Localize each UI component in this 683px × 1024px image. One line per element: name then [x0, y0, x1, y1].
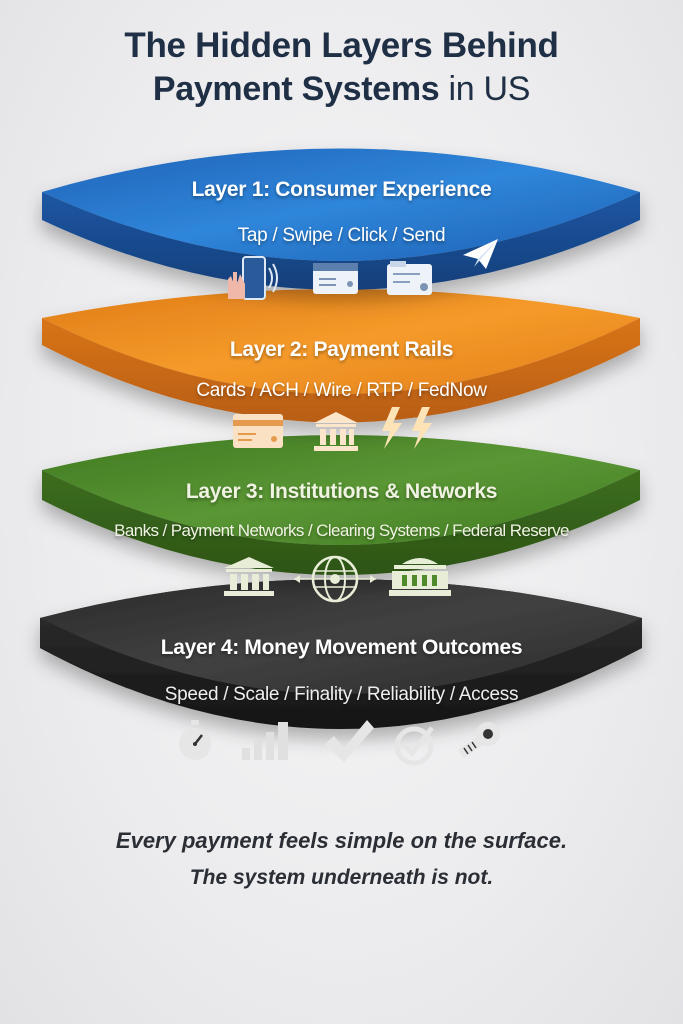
footer-line-2: The system underneath is not. — [189, 866, 494, 889]
title-light-part: in US — [439, 70, 531, 108]
credit-card-icon — [233, 414, 283, 448]
bank-icon — [224, 557, 274, 596]
page-title-line-2: Payment Systems in US — [0, 70, 683, 109]
layer-2-subtitle: Cards / ACH / Wire / RTP / FedNow — [196, 380, 487, 401]
layer-1-subtitle: Tap / Swipe / Click / Send — [237, 225, 446, 246]
layer-1-shape — [42, 148, 640, 290]
layer-3-title: Layer 3: Institutions & Networks — [185, 480, 498, 503]
card-icon — [313, 263, 358, 294]
bank-icon — [314, 412, 358, 451]
federal-reserve-icon — [389, 558, 451, 596]
tap-phone-icon — [228, 256, 278, 300]
title-bold-part: Payment Systems — [152, 70, 440, 108]
paper-plane-icon — [463, 239, 498, 269]
layer-4-title: Layer 4: Money Movement Outcomes — [160, 636, 523, 659]
layer-3-subtitle: Banks / Payment Networks / Clearing Syst… — [114, 521, 569, 540]
layer-4-shape — [40, 579, 642, 729]
key-icon — [458, 722, 500, 758]
stopwatch-icon — [179, 720, 211, 760]
bar-chart-icon — [242, 722, 288, 760]
lightning-icon — [382, 407, 432, 449]
globe-network-icon — [294, 555, 376, 603]
checkmark-icon — [325, 720, 374, 762]
page-title-line-1: The Hidden Layers Behind — [124, 26, 559, 65]
card-reader-icon — [387, 261, 432, 295]
layer-4-subtitle: Speed / Scale / Finality / Reliability /… — [164, 684, 519, 705]
layer-1-title: Layer 1: Consumer Experience — [191, 178, 492, 201]
footer-line-1: Every payment feels simple on the surfac… — [115, 828, 568, 853]
layer-2-title: Layer 2: Payment Rails — [229, 338, 454, 361]
check-circle-icon — [394, 726, 434, 766]
